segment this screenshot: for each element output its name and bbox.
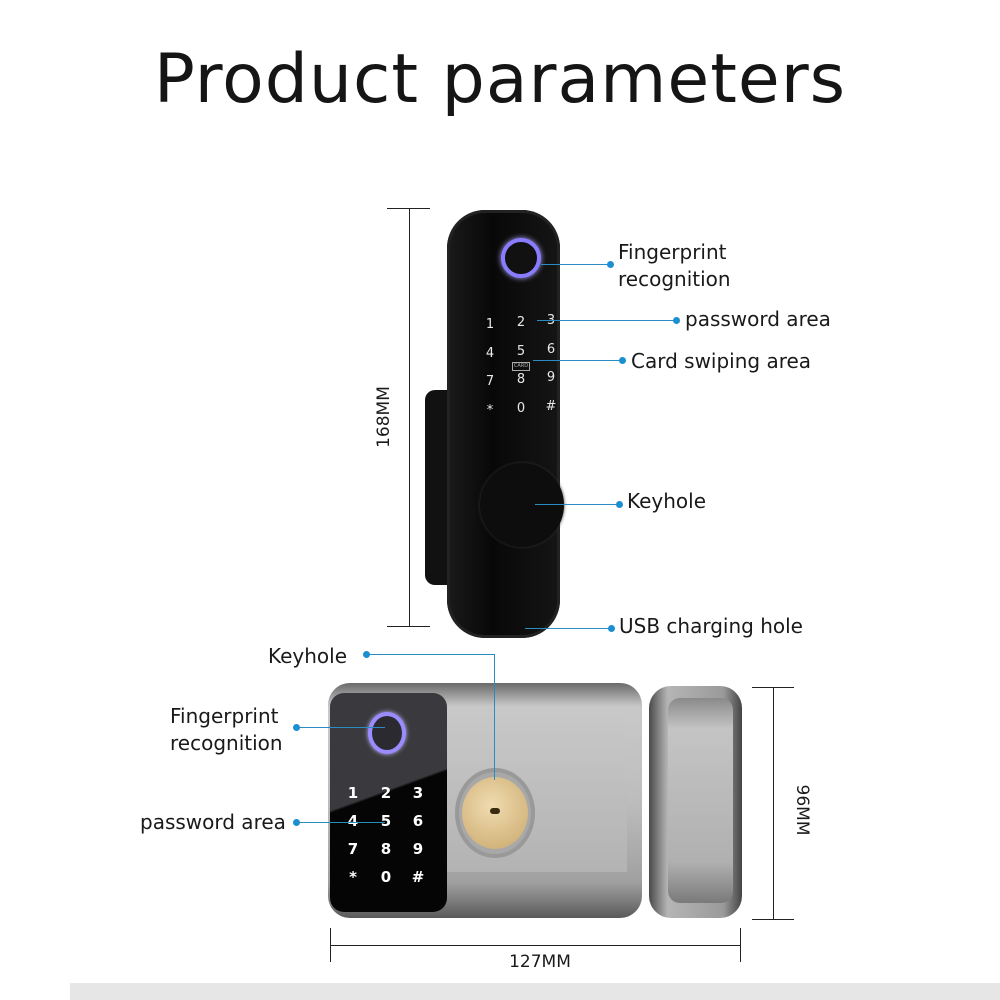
callout-line [525, 628, 612, 629]
dimension-tick [330, 928, 331, 962]
callout-dot [293, 819, 300, 826]
key-hash: # [411, 868, 425, 886]
label-usb-charging: USB charging hole [619, 614, 803, 638]
key-3: 3 [412, 784, 424, 802]
key-0: 0 [516, 401, 526, 416]
key-4: 4 [485, 346, 495, 361]
callout-dot [293, 724, 300, 731]
dimension-line-height [773, 687, 774, 919]
key-slot [490, 808, 500, 814]
key-6: 6 [412, 812, 424, 830]
callout-line [297, 727, 385, 728]
fingerprint-sensor-icon [501, 238, 541, 278]
key-1: 1 [485, 317, 495, 332]
key-star: * [486, 403, 494, 418]
callout-dot [363, 651, 370, 658]
dimension-tick [752, 687, 794, 688]
key-9: 9 [412, 840, 424, 858]
callout-dot [608, 625, 615, 632]
top-lock-image: CARD [420, 205, 570, 645]
key-2: 2 [516, 315, 526, 330]
bottom-band [70, 983, 1000, 1000]
keyhole-cover [480, 463, 564, 547]
callout-dot [616, 501, 623, 508]
callout-line [367, 654, 495, 655]
dimension-tick [387, 208, 430, 209]
key-7: 7 [485, 374, 495, 389]
key-1: 1 [347, 784, 359, 802]
dimension-tick [740, 928, 741, 962]
dimension-line-height [409, 208, 410, 627]
callout-line [297, 822, 385, 823]
callout-dot [619, 357, 626, 364]
dimension-tick [387, 626, 430, 627]
key-9: 9 [546, 370, 556, 385]
label-password-area: password area [685, 307, 831, 331]
key-7: 7 [347, 840, 359, 858]
dimension-tick [752, 919, 794, 920]
strike-plate-inner [668, 698, 733, 903]
key-star: * [349, 868, 357, 886]
callout-line [535, 504, 620, 505]
card-icon: CARD [512, 362, 530, 371]
callout-line [533, 360, 623, 361]
key-8: 8 [380, 840, 392, 858]
key-hash: # [545, 399, 557, 414]
callout-line [494, 654, 495, 780]
fingerprint-sensor-icon [368, 712, 406, 754]
key-2: 2 [380, 784, 392, 802]
callout-line [537, 320, 677, 321]
key-8: 8 [516, 372, 526, 387]
key-5: 5 [380, 812, 392, 830]
label-card-swiping: Card swiping area [631, 349, 812, 373]
callout-dot [673, 317, 680, 324]
callout-dot [607, 261, 614, 268]
label-keyhole: Keyhole [627, 489, 707, 513]
dimension-line-width [330, 945, 740, 946]
dimension-127mm: 127MM [509, 952, 571, 972]
key-0: 0 [380, 868, 392, 886]
callout-line [541, 264, 611, 265]
lock-body [447, 210, 560, 638]
label-password-bottom: password area [140, 810, 286, 834]
dimension-96mm: 96MM [792, 784, 812, 836]
key-5: 5 [516, 344, 526, 359]
key-6: 6 [546, 342, 556, 357]
label-keyhole-bottom: Keyhole [268, 644, 348, 668]
key-4: 4 [347, 812, 359, 830]
page-title: Product parameters [153, 40, 847, 119]
dimension-168mm: 168MM [374, 386, 394, 448]
